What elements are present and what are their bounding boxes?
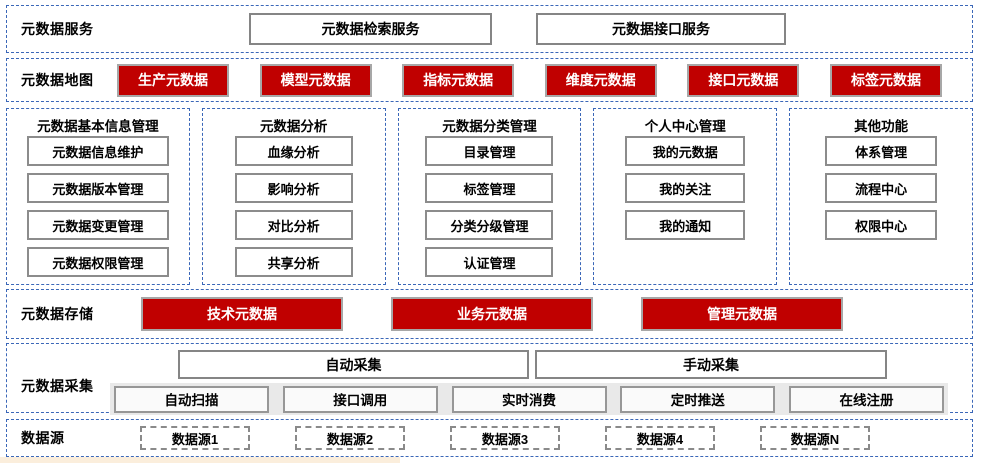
group-box-auto-collect: 自动采集 [178,350,529,379]
storage-band-label: 元数据存储 [21,306,94,322]
collection-group-row: 自动采集 手动采集 [178,350,972,379]
item-scheduled-push: 定时推送 [620,385,776,413]
metadata-map-band: 元数据地图 生产元数据 模型元数据 指标元数据 维度元数据 接口元数据 标签元数… [6,58,973,102]
column-title: 其他功能 [854,119,909,134]
group-box-manual-collect: 手动采集 [535,350,887,379]
item-certification-management: 认证管理 [425,247,554,277]
map-box-dimension: 维度元数据 [544,63,657,97]
item-tag-management: 标签管理 [425,173,554,203]
item-my-follows: 我的关注 [625,173,746,203]
map-box-production: 生产元数据 [117,63,229,97]
management-columns: 元数据基本信息管理 元数据信息维护 元数据版本管理 元数据变更管理 元数据权限管… [6,108,973,285]
datasource-band: 数据源 数据源1 数据源2 数据源3 数据源4 数据源N [6,419,973,457]
item-my-metadata: 我的元数据 [625,136,746,166]
column-basic-info-management: 元数据基本信息管理 元数据信息维护 元数据版本管理 元数据变更管理 元数据权限管… [6,108,190,285]
storage-box-management: 管理元数据 [641,297,843,331]
map-box-interface: 接口元数据 [687,63,800,97]
collection-band-label: 元数据采集 [21,378,94,394]
item-catalog-management: 目录管理 [425,136,554,166]
item-sharing-analysis: 共享分析 [234,247,353,277]
column-title: 元数据分类管理 [442,119,537,134]
datasource-box-n: 数据源N [760,426,870,450]
datasource-box-4: 数据源4 [605,426,715,450]
column-metadata-analysis: 元数据分析 血缘分析 影响分析 对比分析 共享分析 [201,108,386,285]
column-title: 个人中心管理 [644,119,726,134]
column-title: 元数据基本信息管理 [37,119,159,134]
column-personal-center: 个人中心管理 我的元数据 我的关注 我的通知 [593,108,778,285]
item-change-management: 元数据变更管理 [26,210,169,240]
item-permission-management: 元数据权限管理 [26,247,169,277]
column-title: 元数据分析 [259,119,328,134]
item-realtime-consume: 实时消费 [451,385,607,413]
item-process-center: 流程中心 [825,173,938,203]
collection-items-strip: 自动扫描 接口调用 实时消费 定时推送 在线注册 [110,383,948,415]
services-band-label: 元数据服务 [21,21,94,37]
map-box-model: 模型元数据 [259,63,372,97]
map-box-row: 生产元数据 模型元数据 指标元数据 维度元数据 接口元数据 标签元数据 [117,63,942,97]
service-box-retrieval: 元数据检索服务 [249,13,492,45]
bottom-highlight-strip [0,457,400,463]
item-lineage-analysis: 血缘分析 [234,136,353,166]
storage-box-business: 业务元数据 [391,297,593,331]
item-permission-center: 权限中心 [825,210,938,240]
item-auto-scan: 自动扫描 [114,385,269,413]
item-comparison-analysis: 对比分析 [234,210,353,240]
item-api-call: 接口调用 [282,385,438,413]
map-band-label: 元数据地图 [21,72,94,88]
datasource-box-2: 数据源2 [295,426,405,450]
item-my-notifications: 我的通知 [625,210,746,240]
datasource-box-1: 数据源1 [140,426,250,450]
item-online-register: 在线注册 [789,385,944,413]
service-box-interface: 元数据接口服务 [536,13,786,45]
item-system-management: 体系管理 [825,136,938,166]
datasource-box-3: 数据源3 [450,426,560,450]
datasource-band-label: 数据源 [21,430,65,446]
map-box-tag: 标签元数据 [829,63,942,97]
storage-box-technical: 技术元数据 [141,297,343,331]
metadata-collection-band: 元数据采集 自动采集 手动采集 自动扫描 接口调用 实时消费 定时推送 在线注册 [6,343,973,415]
metadata-services-band: 元数据服务 元数据检索服务 元数据接口服务 [6,5,973,53]
item-class-grade-management: 分类分级管理 [425,210,554,240]
item-version-management: 元数据版本管理 [26,173,169,203]
column-classification-management: 元数据分类管理 目录管理 标签管理 分类分级管理 认证管理 [397,108,582,285]
column-other-functions: 其他功能 体系管理 流程中心 权限中心 [789,108,973,285]
metadata-storage-band: 元数据存储 技术元数据 业务元数据 管理元数据 [6,289,973,339]
item-info-maintenance: 元数据信息维护 [26,136,169,166]
item-impact-analysis: 影响分析 [234,173,353,203]
map-box-indicator: 指标元数据 [402,63,515,97]
